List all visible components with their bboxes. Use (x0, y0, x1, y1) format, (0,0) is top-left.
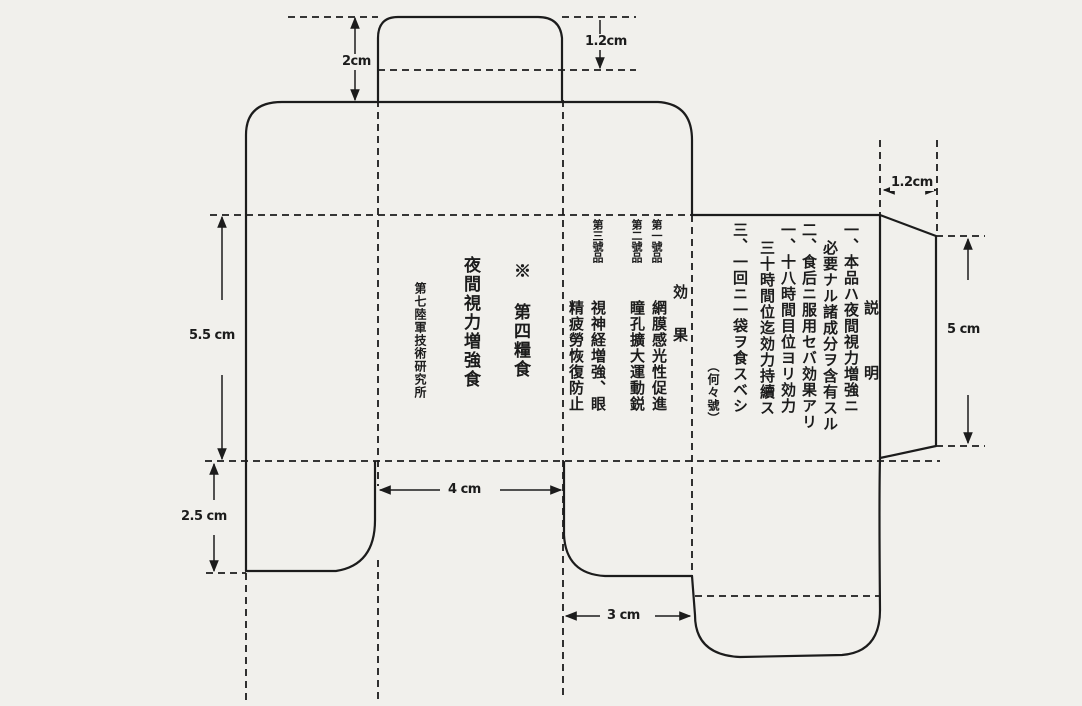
product-name: 夜間視力増強食 (460, 256, 480, 389)
instructions-heading: 説明 (862, 300, 880, 430)
left-side-outline (244, 213, 377, 573)
front-bottom-outline (562, 460, 694, 578)
item2-text: 視神経増強、眼 (589, 300, 607, 412)
instruction-line-4: 一、十八時間目位ヨリ効力 (779, 222, 797, 414)
right-side-outline (690, 213, 882, 659)
dim-label-1-2cm-top: 1.2cm (584, 34, 628, 50)
instruction-line-2: 必要ナル諸成分ヲ含有スル (821, 240, 839, 432)
instruction-line-3: 二、食后ニ服用セバ効果アリ (800, 222, 818, 430)
glue-flap-outline (878, 213, 938, 460)
item2-cont: 精疲勞恢復防止 (567, 300, 585, 412)
top-lid-outline (244, 100, 694, 217)
dim-label-2-5cm: 2.5 cm (180, 509, 228, 525)
dim-label-4cm: 4 cm (447, 482, 482, 498)
item2-label: 第二號品 (630, 219, 643, 263)
instruction-line-7: （何々號） (706, 360, 720, 425)
effects-heading: 効果 (671, 284, 689, 370)
instruction-line-1: 一、本品ハ夜間視力増強ニ (842, 222, 860, 414)
item1-label: 第一號品 (650, 219, 663, 263)
ration-mark: ※ 第四糧食 (510, 262, 530, 379)
instruction-line-6: 三、一回ニ一袋ヲ食スベシ (731, 222, 749, 414)
dim-label-2cm: 2cm (341, 54, 372, 70)
dim-label-1-2cm-right: 1.2cm (890, 175, 934, 191)
instruction-line-5: 三十時間位迄効力持續ス (758, 240, 776, 416)
top-flap-outline (376, 15, 564, 102)
maker-name: 第七陸軍技術研究所 (413, 282, 427, 399)
dim-label-3cm: 3 cm (606, 608, 641, 624)
item3-label: 第三號品 (591, 219, 604, 263)
dim-label-5cm: 5 cm (946, 322, 981, 338)
item1-text: 網膜感光性促進 (650, 300, 668, 412)
dim-label-5-5cm: 5.5 cm (188, 328, 236, 344)
item1-cont: 瞳孔擴大運動鋭 (628, 300, 646, 412)
